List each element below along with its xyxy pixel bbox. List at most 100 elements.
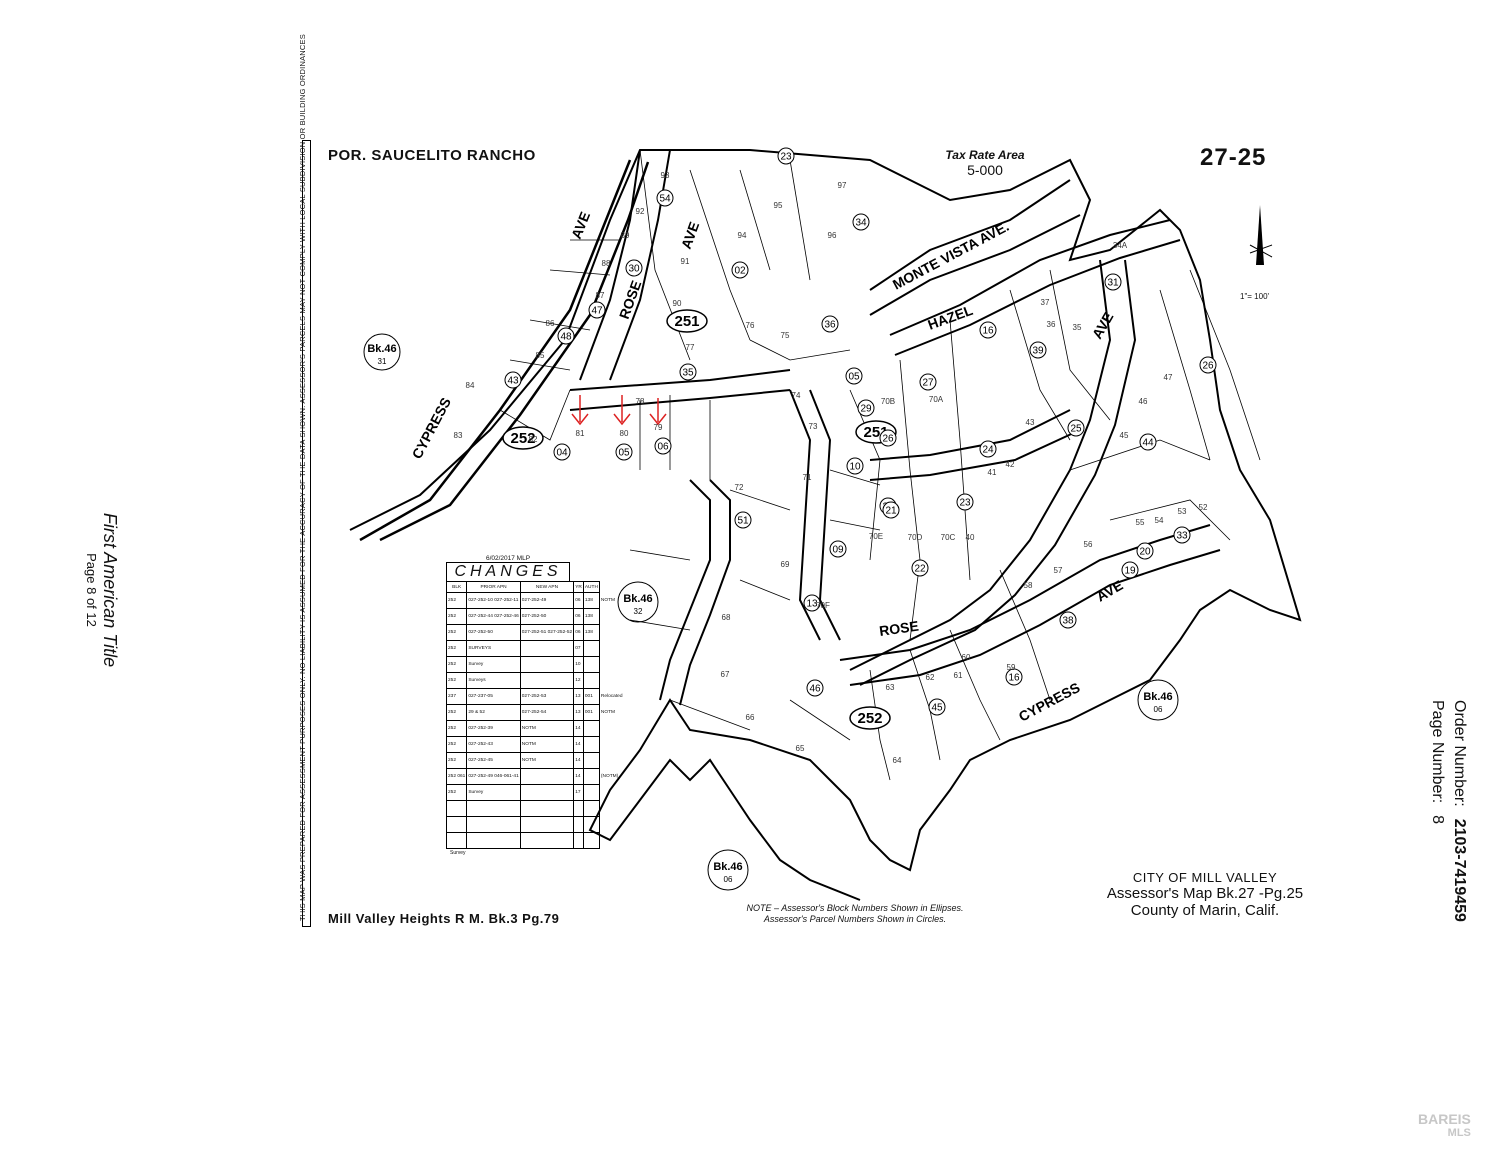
lot-number: 72 — [735, 483, 744, 492]
svg-text:24: 24 — [982, 445, 994, 456]
parcel-circle: 21 — [882, 501, 900, 519]
page-count: Page 8 of 12 — [84, 553, 99, 627]
svg-text:Bk.46: Bk.46 — [623, 593, 652, 605]
city-name: CITY OF MILL VALLEY — [1132, 870, 1278, 885]
parcel-circle: 09 — [829, 540, 847, 558]
svg-text:25: 25 — [1070, 424, 1082, 435]
changes-cell: 027-252-50 — [466, 624, 521, 641]
parcel-circle: 16 — [1005, 668, 1023, 686]
parcel-circle: 02 — [731, 261, 749, 279]
assessor-map-ref: Assessor's Map Bk.27 -Pg.25 — [1106, 885, 1304, 902]
changes-cell — [445, 800, 468, 817]
order-number-row: Order Number:2103-7419459 — [1448, 700, 1470, 960]
changes-cell — [519, 784, 575, 801]
lot-number: 43 — [1026, 418, 1035, 427]
svg-text:31: 31 — [378, 357, 387, 366]
changes-cell: 138 — [582, 624, 600, 641]
parcel-circle: 45 — [928, 698, 946, 716]
lot-number: 73 — [809, 422, 818, 431]
changes-cell: 237 — [445, 688, 468, 705]
parcel-circle: 43 — [504, 371, 522, 389]
changes-cell: 027-252-54 — [519, 704, 575, 721]
changes-cell: 14 — [573, 736, 584, 753]
lot-number: 92 — [636, 207, 645, 216]
lot-number: 84 — [466, 381, 475, 390]
changes-col-prior-apn: PRIOR APN — [466, 581, 521, 593]
lot-number: 64 — [893, 756, 902, 765]
changes-cell: Relocated — [600, 694, 623, 699]
lot-number: 87 — [596, 291, 605, 300]
parcel-circle: 24 — [979, 440, 997, 458]
lot-number: 45 — [1120, 431, 1129, 440]
changes-cell: NOTM — [519, 752, 575, 769]
changes-cell: 29 & 52 — [466, 704, 521, 721]
parcel-circle: 29 — [857, 399, 875, 417]
tax-rate-value: 5-000 — [967, 162, 1003, 178]
changes-cell — [445, 832, 468, 849]
changes-cell — [573, 816, 584, 833]
changes-cell: 14 — [573, 768, 584, 785]
svg-text:21: 21 — [885, 506, 897, 517]
brand-name: First American Title — [100, 512, 120, 668]
changes-cell: 027-252-50 — [519, 608, 575, 625]
lot-number: 59 — [1007, 663, 1016, 672]
svg-text:44: 44 — [1142, 438, 1154, 449]
tax-rate-area: Tax Rate Area 5-000 — [925, 148, 1045, 178]
lot-number: 56 — [1084, 540, 1093, 549]
block-ref-4: Bk.46 06 — [707, 849, 749, 891]
lot-number: 71 — [803, 473, 812, 482]
parcel-circle: 31 — [1104, 273, 1122, 291]
parcel-circle: 25 — [1067, 419, 1085, 437]
changes-cell: (NOTM) — [600, 774, 619, 779]
lot-number: 34A — [1113, 241, 1128, 250]
lot-number: 65 — [796, 744, 805, 753]
page-number-value: 8 — [1429, 815, 1446, 825]
parcel-circle: 36 — [821, 315, 839, 333]
disclaimer-text: THIS MAP WAS PREPARED FOR ASSESSMENT PUR… — [298, 34, 307, 921]
lot-number: 57 — [1054, 566, 1063, 575]
lot-number: 96 — [828, 231, 837, 240]
changes-row — [445, 816, 625, 833]
svg-text:38: 38 — [1062, 616, 1074, 627]
changes-cell: 027-252-49 046-061-41 — [466, 768, 521, 785]
changes-cell — [466, 816, 521, 833]
lot-number: 52 — [1199, 503, 1208, 512]
parcel-map: CYPRESS AVE ROSE AVE MONTE VISTA AVE. HA… — [349, 147, 1302, 901]
changes-cell: Surveys — [466, 672, 521, 689]
change-arrows — [571, 395, 667, 426]
svg-text:29: 29 — [860, 404, 872, 415]
svg-text:Bk.46: Bk.46 — [713, 861, 742, 873]
changes-cell — [599, 721, 624, 737]
county-name: County of Marin, Calif. — [1130, 902, 1280, 919]
lot-number: 53 — [1178, 507, 1187, 516]
changes-cell — [599, 657, 624, 673]
changes-cell — [582, 800, 600, 817]
lot-number: 76 — [746, 321, 755, 330]
changes-cell: 027-237-05 — [466, 688, 521, 705]
changes-cell — [582, 816, 600, 833]
changes-cell — [599, 833, 624, 849]
svg-text:13: 13 — [806, 599, 818, 610]
street-ave-upper: AVE — [568, 209, 593, 241]
lot-number: 75 — [781, 331, 790, 340]
lot-number: 66 — [746, 713, 755, 722]
changes-cell: NOTM — [600, 598, 616, 603]
changes-cell: 138 — [582, 592, 600, 609]
changes-cell — [599, 785, 624, 801]
changes-cell — [582, 720, 600, 737]
svg-text:19: 19 — [1124, 566, 1136, 577]
changes-cell: 027-252-51 027-252-52 — [519, 624, 575, 641]
changes-cell: 252 061 — [445, 768, 468, 785]
changes-cell: 14 — [573, 720, 584, 737]
note-line-1: NOTE – Assessor's Block Numbers Shown in… — [746, 903, 964, 913]
svg-text:22: 22 — [914, 564, 926, 575]
parcel-circle: 05 — [845, 367, 863, 385]
lot-number: 89 — [621, 231, 630, 240]
changes-row — [445, 800, 625, 817]
lot-number: 77 — [686, 343, 695, 352]
lot-number: 70C — [941, 533, 956, 542]
